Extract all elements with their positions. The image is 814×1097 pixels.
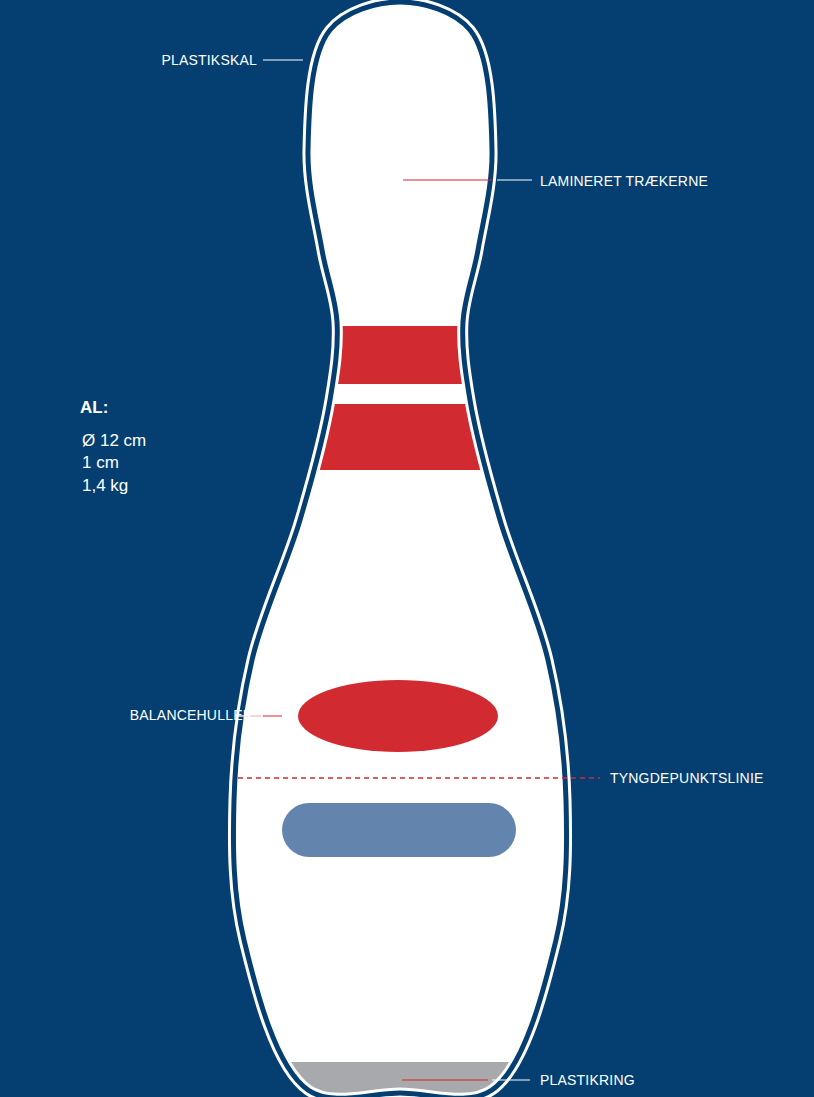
leader-line — [403, 179, 493, 180]
bracket — [258, 705, 262, 725]
leader-line — [497, 179, 532, 180]
dimension-label: AL: — [80, 399, 108, 416]
dimension-label: Ø 12 cm — [82, 432, 146, 449]
part-label: TYNGDEPUNKTSLINIE — [610, 771, 764, 785]
pin-fill — [233, 2, 566, 1097]
neck-stripe — [200, 404, 600, 470]
balance-hole — [282, 803, 516, 857]
leader-line — [402, 1079, 488, 1080]
plastic-shell — [233, 2, 566, 1097]
part-label: PLASTIKRING — [540, 1073, 635, 1087]
balance-hole — [298, 680, 498, 752]
dimension-label: 1,4 kg — [82, 477, 128, 494]
leader-line — [263, 59, 303, 60]
dimension-label: 1 cm — [82, 454, 119, 471]
part-label: PLASTIKSKAL — [161, 53, 257, 67]
leader-line — [492, 1079, 530, 1080]
neck-stripe — [200, 326, 600, 384]
part-label: LAMINERET TRÆKERNE — [540, 174, 708, 188]
part-label: BALANCEHULLER — [130, 708, 253, 722]
leader-line — [262, 720, 276, 794]
centre-of-gravity-line — [238, 777, 600, 779]
pin-outer-outline — [233, 2, 566, 1097]
